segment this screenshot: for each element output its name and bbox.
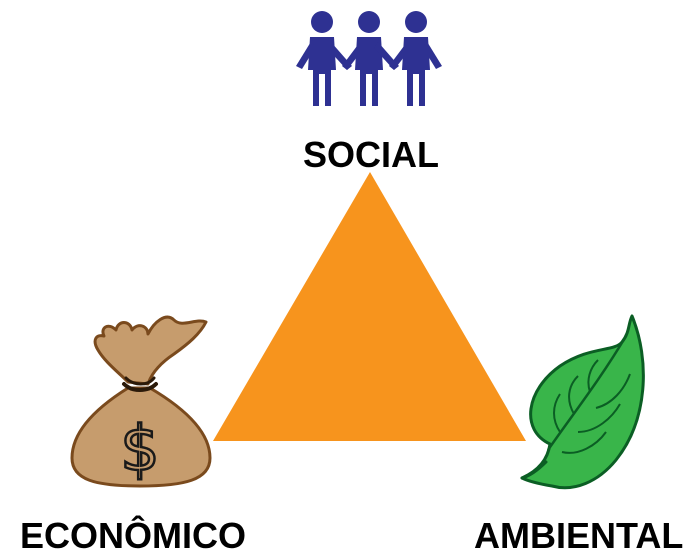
dollar-sign: $ xyxy=(120,412,159,485)
economic-label: ECONÔMICO xyxy=(20,515,247,556)
money-bag-icon: $ xyxy=(70,315,212,488)
social-label: SOCIAL xyxy=(303,134,440,175)
triangle-shape xyxy=(213,172,526,441)
people-holding-hands-icon xyxy=(296,11,442,106)
leaf-icon xyxy=(520,314,645,490)
environmental-label: AMBIENTAL xyxy=(474,515,684,556)
